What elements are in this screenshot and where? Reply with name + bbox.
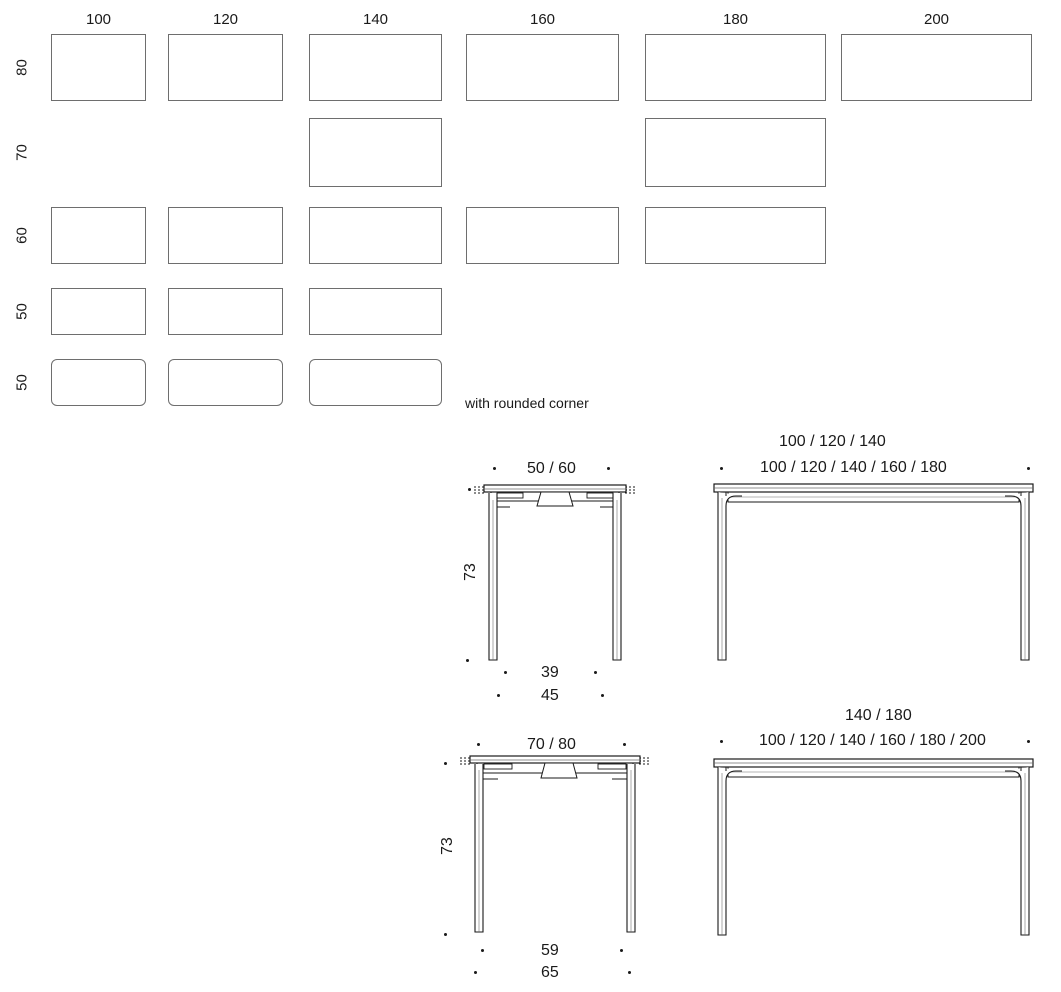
side-elevation-large-svg xyxy=(460,755,650,933)
dim-dot xyxy=(474,971,477,974)
side-large-height-label: 73 xyxy=(439,837,456,855)
edge-tick-left xyxy=(474,486,485,494)
plan-tabletop-rect xyxy=(466,207,619,264)
front-elevation-large-drawing xyxy=(712,755,1037,945)
tabletop-slab xyxy=(483,484,627,493)
edge-tick-left xyxy=(460,757,471,765)
plan-tabletop-rect xyxy=(309,207,442,264)
plan-tabletop-rect xyxy=(168,288,283,335)
fixing-plate-left xyxy=(496,492,524,499)
plan-tabletop-rect xyxy=(841,34,1032,101)
dim-dot xyxy=(466,659,469,662)
side-large-top-width-label: 70 / 80 xyxy=(527,736,576,753)
side-small-height-label: 73 xyxy=(462,563,479,581)
dim-dot xyxy=(481,949,484,952)
plan-tabletop-rect xyxy=(51,207,146,264)
dim-dot xyxy=(444,933,447,936)
edge-tick-right xyxy=(625,486,636,494)
dim-dot xyxy=(720,740,723,743)
plan-column-header: 160 xyxy=(529,11,556,28)
fixing-plate-right xyxy=(597,763,627,770)
side-small-base-span-label: 45 xyxy=(541,687,559,704)
dim-dot xyxy=(468,488,471,491)
dim-dot xyxy=(601,694,604,697)
tabletop-slab xyxy=(469,755,641,764)
side-small-top-width-label: 50 / 60 xyxy=(527,460,576,477)
side-elevation-small-drawing xyxy=(455,460,655,700)
leg-left xyxy=(717,492,742,661)
plan-column-header: 140 xyxy=(362,11,389,28)
plan-tabletop-rect xyxy=(466,34,619,101)
dim-dot xyxy=(594,671,597,674)
dim-dot xyxy=(444,762,447,765)
plan-tabletop-rect xyxy=(645,207,826,264)
side-small-leg-span-label: 39 xyxy=(541,664,559,681)
dim-dot xyxy=(1027,467,1030,470)
plan-column-header: 100 xyxy=(85,11,112,28)
dim-dot xyxy=(628,971,631,974)
plan-tabletop-rect xyxy=(309,359,442,406)
dim-dot xyxy=(620,949,623,952)
front-small-top-label-1: 100 / 120 / 140 xyxy=(779,433,886,450)
plan-tabletop-rect xyxy=(309,34,442,101)
side-elevation-small-svg xyxy=(474,484,636,661)
side-large-leg-span-label: 59 xyxy=(541,942,559,959)
plan-tabletop-rect xyxy=(645,118,826,187)
center-bracket xyxy=(536,491,574,507)
plan-tabletop-rect xyxy=(168,34,283,101)
plan-row-header: 60 xyxy=(13,226,31,244)
front-large-top-label-2: 100 / 120 / 140 / 160 / 180 / 200 xyxy=(759,732,986,749)
front-elevation-small-svg xyxy=(713,483,1034,661)
dim-dot xyxy=(623,743,626,746)
plan-column-header: 180 xyxy=(722,11,749,28)
dim-dot xyxy=(504,671,507,674)
plan-tabletop-rect xyxy=(51,34,146,101)
front-large-top-label-1: 140 / 180 xyxy=(845,707,912,724)
front-elevation-small-drawing xyxy=(712,478,1037,678)
edge-tick-right xyxy=(639,757,650,765)
center-bracket xyxy=(540,762,578,779)
front-elevation-large-svg xyxy=(713,758,1034,936)
fixing-plate-right xyxy=(586,492,614,499)
dim-dot xyxy=(493,467,496,470)
leg-left xyxy=(717,767,742,936)
fixing-plate-left xyxy=(483,763,513,770)
dim-dot xyxy=(607,467,610,470)
side-elevation-large-drawing xyxy=(448,750,663,955)
plan-tabletop-rect xyxy=(51,359,146,406)
dim-dot xyxy=(720,467,723,470)
front-small-top-label-2: 100 / 120 / 140 / 160 / 180 xyxy=(760,459,947,476)
plan-tabletop-rect xyxy=(168,207,283,264)
plan-column-header: 120 xyxy=(212,11,239,28)
plan-row-header: 70 xyxy=(13,143,31,161)
dim-dot xyxy=(477,743,480,746)
leg-right xyxy=(1005,492,1030,661)
plan-tabletop-rect xyxy=(645,34,826,101)
side-large-base-span-label: 65 xyxy=(541,964,559,981)
plan-row-header: 50 xyxy=(13,302,31,320)
plan-row-header: 50 xyxy=(13,373,31,391)
plan-tabletop-rect xyxy=(309,288,442,335)
plan-tabletop-rect xyxy=(51,288,146,335)
rounded-corner-note: with rounded corner xyxy=(465,395,589,411)
dim-dot xyxy=(1027,740,1030,743)
leg-right xyxy=(1005,767,1030,936)
plan-tabletop-rect xyxy=(168,359,283,406)
dim-dot xyxy=(497,694,500,697)
plan-row-header: 80 xyxy=(13,58,31,76)
plan-tabletop-rect xyxy=(309,118,442,187)
plan-column-header: 200 xyxy=(923,11,950,28)
